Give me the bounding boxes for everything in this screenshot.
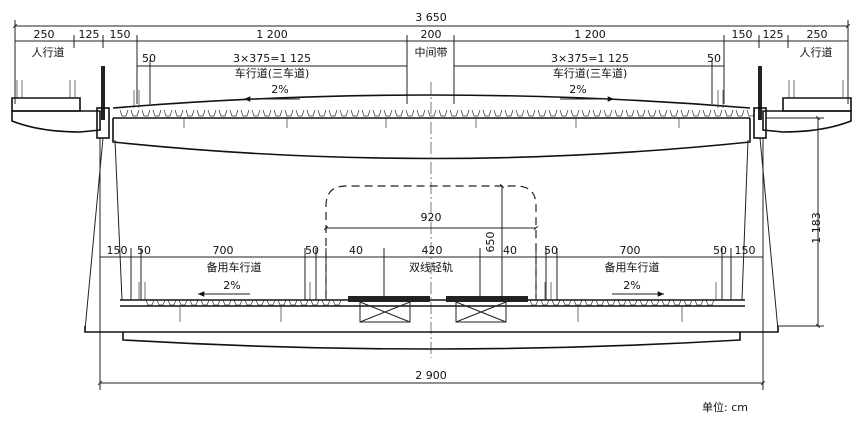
label-reserve-left: 备用车行道 [207,260,262,274]
dim-clear-height: 650 [484,232,497,253]
dim-lower-50-right: 50 [713,244,727,257]
label-median: 中间带 [415,46,448,59]
label-sidewalk-left: 人行道 [32,45,65,59]
dim-50-right-top: 50 [707,52,721,65]
dim-total-bottom: 2 900 [415,369,447,382]
slope-lower-left: 2% [223,279,240,292]
dim-median: 200 [421,28,442,41]
dim-150-right: 150 [732,28,753,41]
label-sidewalk-right: 人行道 [800,45,833,59]
slope-lower-right: 2% [623,279,640,292]
dim-walk-left: 250 [34,28,55,41]
lower-deck [84,282,779,350]
dim-lanes-right: 3×375=1 125 [551,52,629,65]
top-dimension-chain [12,20,851,104]
dim-lower-50-left-inner: 50 [305,244,319,257]
slope-upper-left: 2% [271,83,288,96]
dim-lower-150-left: 150 [107,244,128,257]
dim-lower-700-left: 700 [213,244,234,257]
label-rail: 双线轻轨 [409,260,453,274]
label-reserve-right: 备用车行道 [605,260,660,274]
dim-50-left-top: 50 [142,52,156,65]
dim-150-left: 150 [110,28,131,41]
slope-upper-right: 2% [569,83,586,96]
upper-deck [11,66,852,160]
dim-lower-40-right: 40 [503,244,517,257]
label-carriageway-left: 车行道(三车道) [235,66,310,80]
dim-height: 1 183 [810,212,823,244]
dim-lower-50-left: 50 [137,244,151,257]
height-dimension [766,115,824,329]
dim-125-left: 125 [79,28,100,41]
dim-lanes-left: 3×375=1 125 [233,52,311,65]
dim-lower-50-right-inner: 50 [544,244,558,257]
dim-lower-150-right: 150 [735,244,756,257]
label-carriageway-right: 车行道(三车道) [553,66,628,80]
dim-lower-40-left: 40 [349,244,363,257]
dim-inner-width: 920 [421,211,442,224]
bottom-dimension [97,138,766,390]
dim-road-right: 1 200 [574,28,606,41]
dim-total-top: 3 650 [415,11,447,24]
dim-lower-700-right: 700 [620,244,641,257]
clearance-outline [325,185,537,298]
unit-note: 单位: cm [702,400,748,414]
dim-walk-right: 250 [807,28,828,41]
dim-rail-width: 420 [422,244,443,257]
dim-125-right: 125 [763,28,784,41]
dim-road-left: 1 200 [256,28,288,41]
